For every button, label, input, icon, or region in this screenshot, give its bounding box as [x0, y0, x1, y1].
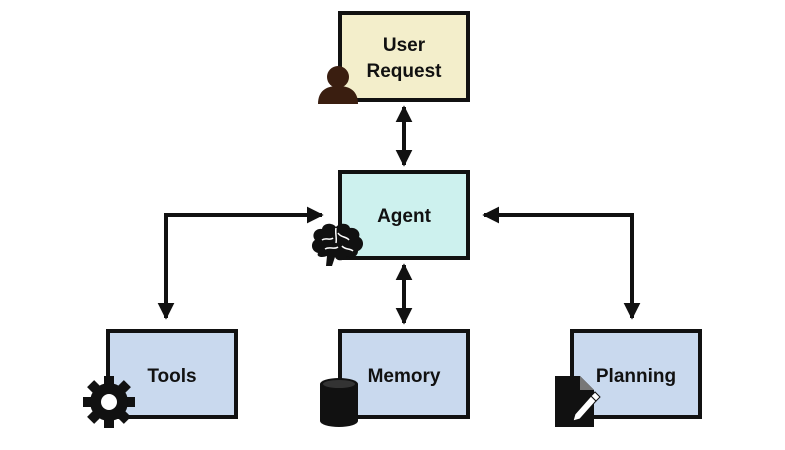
agent-planning-connector [482, 206, 641, 320]
planning-label: Planning [596, 366, 676, 387]
document-pencil-icon [555, 376, 601, 427]
gear-icon [83, 376, 135, 428]
user-request-box [338, 11, 470, 102]
memory-box [338, 329, 470, 419]
agent-node: Agent [338, 170, 470, 260]
connectors [157, 105, 641, 325]
planning-box [570, 329, 702, 419]
user-request-label-line1: User [383, 35, 426, 56]
person-icon [318, 66, 358, 104]
agent-label: Agent [377, 206, 432, 227]
planning-node: Planning [570, 329, 702, 419]
brain-icon [311, 223, 364, 266]
user-request-node: User Request [338, 11, 470, 102]
memory-label: Memory [368, 366, 441, 387]
agent-tools-connector [157, 206, 324, 320]
memory-node: Memory [338, 329, 470, 419]
database-icon [320, 378, 358, 427]
tools-label: Tools [147, 366, 196, 387]
user-request-label-line2: Request [367, 61, 443, 82]
